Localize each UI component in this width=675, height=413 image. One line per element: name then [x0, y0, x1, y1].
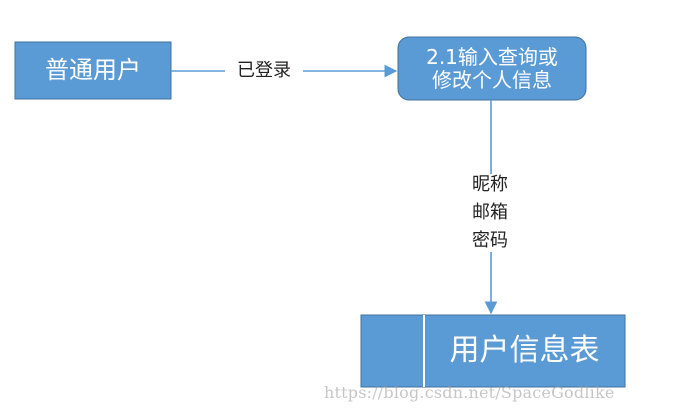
external-entity-label: 普通用户: [45, 55, 141, 84]
flow-label-item-email: 邮箱: [472, 202, 508, 223]
process-box: [397, 36, 587, 101]
data-store-box: [360, 314, 626, 388]
external-entity-box: [14, 41, 172, 100]
flow-label-item-password: 密码: [472, 230, 508, 251]
watermark-text: https://blog.csdn.net/SpaceGodlike: [324, 383, 615, 402]
process-label: 2.1输入查询或 修改个人信息: [398, 37, 586, 100]
data-store-label: 用户信息表: [449, 332, 600, 368]
flow-label-user-fields: 昵称 邮箱 密码: [455, 174, 525, 252]
process-label-line-2: 修改个人信息: [432, 67, 552, 92]
flow-label-item-nickname: 昵称: [472, 174, 508, 195]
process-label-line-1: 2.1输入查询或: [426, 44, 558, 69]
flow-label-login-status: 已登录: [225, 59, 303, 83]
